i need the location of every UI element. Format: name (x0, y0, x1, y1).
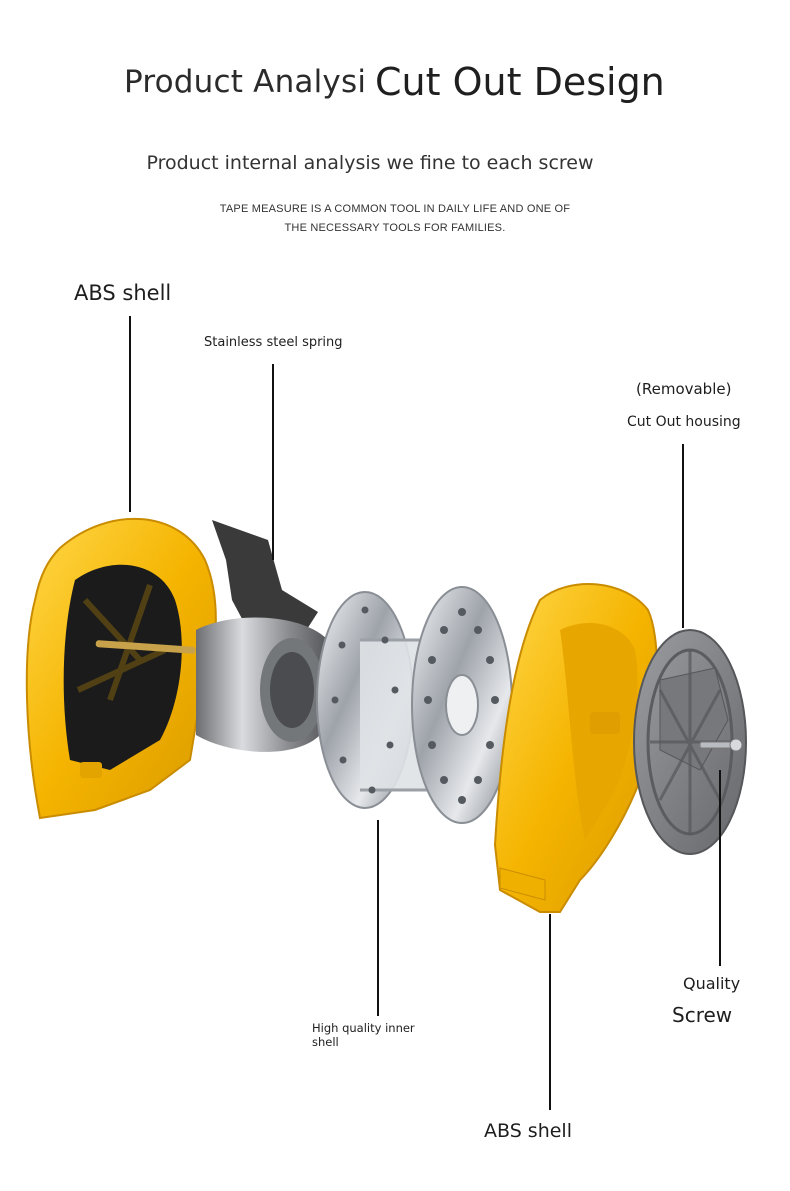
caption-line1: TAPE MEASURE IS A COMMON TOOL IN DAILY L… (219, 203, 571, 215)
pointer-line-screw (719, 770, 721, 966)
label-abs-shell-bottom: ABS shell (484, 1120, 572, 1142)
label-screw: Screw (672, 1003, 733, 1027)
title-part2: Cut Out Design (375, 60, 665, 104)
label-inner-shell-line2: shell (312, 1035, 339, 1049)
label-inner-shell-line1: High quality inner (312, 1021, 415, 1035)
pointer-line-spring (272, 364, 274, 560)
inner-shell-spool (316, 586, 513, 824)
pointer-line-abs-shell-top (129, 316, 131, 512)
quality-screw (699, 738, 743, 752)
stainless-steel-spring (196, 520, 328, 752)
right-abs-shell (493, 583, 659, 913)
label-cut-out-housing: Cut Out housing (627, 414, 741, 430)
label-abs-shell-top: ABS shell (74, 281, 172, 305)
label-removable: (Removable) (636, 380, 732, 398)
left-abs-shell (25, 517, 217, 820)
cut-out-housing-cover (633, 629, 747, 855)
title-part1: Product Analysi (124, 64, 367, 100)
subtitle: Product internal analysis we fine to eac… (146, 152, 594, 174)
pointer-line-cut-out-housing (682, 444, 684, 628)
pointer-line-abs-shell-bottom (549, 914, 551, 1110)
caption-line2: THE NECESSARY TOOLS FOR FAMILIES. (284, 222, 506, 234)
pointer-line-inner-shell (377, 820, 379, 1016)
label-stainless-spring: Stainless steel spring (204, 335, 343, 350)
label-quality: Quality (683, 974, 741, 993)
